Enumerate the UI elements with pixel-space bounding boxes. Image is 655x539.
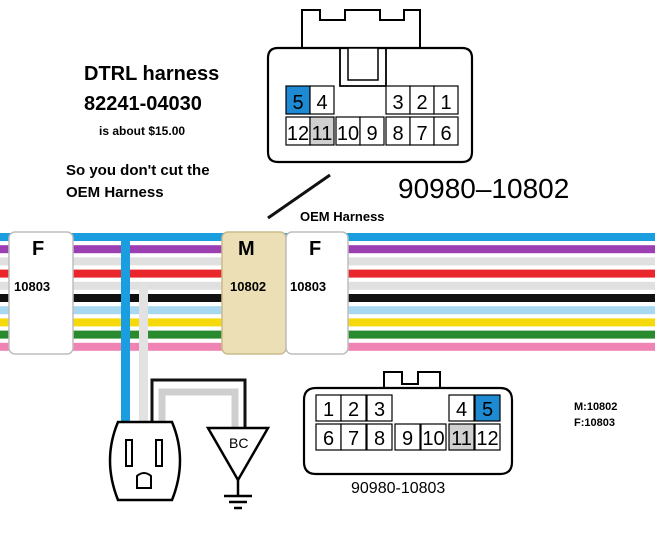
right-female-connector: [285, 231, 349, 355]
pin-label-4: 4: [456, 399, 467, 421]
pin-label-5: 5: [292, 92, 303, 114]
top-connector-key: [339, 48, 387, 87]
pin-7: [340, 423, 367, 451]
reason-line2: OEM Harness: [66, 184, 164, 201]
bottom-connector-part: 90980-10803: [351, 480, 446, 497]
pin-5: [285, 85, 311, 115]
top-connector-center-post: [347, 47, 379, 81]
branch-wiring: [121, 238, 247, 428]
top-connector-part: 90980–10802: [398, 173, 570, 204]
right-female-letter: F: [309, 238, 322, 260]
pin-5: [474, 394, 501, 422]
pin-label-6: 6: [440, 123, 451, 145]
left-female-connector: [8, 231, 74, 355]
pointer-line: [267, 173, 331, 220]
pin-label-2: 2: [348, 399, 359, 421]
pin-label-10: 10: [337, 123, 359, 145]
outlet-icon: [108, 420, 182, 502]
pin-label-7: 7: [348, 428, 359, 450]
pin-label-8: 8: [374, 428, 385, 450]
pin-label-4: 4: [316, 92, 327, 114]
loop-wire-outer: [150, 378, 247, 428]
pin-label-1: 1: [440, 92, 451, 114]
legend-f: F:10803: [574, 417, 615, 429]
loop-wire-inner: [158, 388, 239, 428]
harness-title: DTRL harness: [84, 63, 220, 85]
pin-6: [433, 116, 459, 146]
pin-4: [309, 85, 335, 115]
pin-8: [366, 423, 393, 451]
pin-12: [474, 423, 501, 451]
pin-label-2: 2: [416, 92, 427, 114]
pin-11: [448, 423, 475, 451]
pin-label-7: 7: [416, 123, 427, 145]
outlet-label: BC: [229, 435, 248, 451]
pin-label-6: 6: [323, 428, 334, 450]
pin-9: [394, 423, 421, 451]
part-number: 82241-04030: [84, 93, 202, 115]
pin-4: [448, 394, 475, 422]
pin-label-3: 3: [374, 399, 385, 421]
pin-11: [309, 116, 335, 146]
price-note: is about $15.00: [99, 124, 186, 138]
pin-label-1: 1: [323, 399, 334, 421]
pin-2: [340, 394, 367, 422]
pin-label-3: 3: [392, 92, 403, 114]
male-letter: M: [238, 238, 255, 260]
pin-9: [359, 116, 385, 146]
top-connector-latch: [301, 9, 421, 49]
reason-line1: So you don't cut the: [66, 162, 210, 179]
pin-label-8: 8: [392, 123, 403, 145]
left-female-code: 10803: [14, 279, 51, 294]
pin-label-12: 12: [287, 123, 309, 145]
pin-label-12: 12: [476, 428, 498, 450]
blue-branch-wire: [121, 238, 130, 428]
oem-label: OEM Harness: [300, 209, 385, 224]
pin-label-10: 10: [422, 428, 444, 450]
male-code: 10802: [230, 279, 267, 294]
legend-m: M:10802: [574, 401, 618, 413]
pin-1: [433, 85, 459, 115]
bottom-connector-latch: [383, 371, 441, 390]
pin-10: [420, 423, 447, 451]
pin-label-11: 11: [451, 428, 472, 450]
pin-label-5: 5: [482, 399, 493, 421]
white-branch-wire: [139, 285, 148, 428]
ground-symbol-icon: BC: [205, 426, 271, 510]
pin-6: [315, 423, 342, 451]
pin-label-11: 11: [312, 123, 333, 145]
right-female-code: 10803: [290, 279, 327, 294]
pin-12: [285, 116, 311, 146]
pin-3: [366, 394, 393, 422]
left-female-letter: F: [32, 238, 45, 260]
pin-label-9: 9: [402, 428, 413, 450]
pin-2: [409, 85, 435, 115]
pin-label-9: 9: [366, 123, 377, 145]
